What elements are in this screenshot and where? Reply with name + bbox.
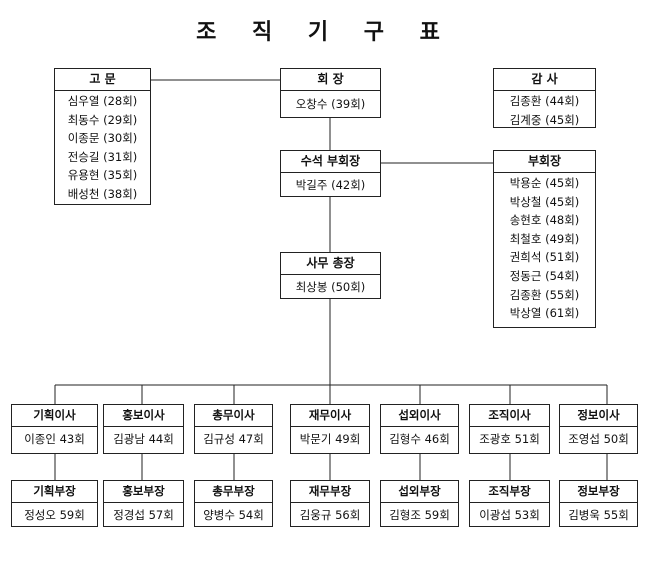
vice-president-member: 김종환 (55회): [509, 287, 580, 302]
vice-presidents-header: 부회장: [494, 151, 595, 173]
senior-vp-member: 박길주 (42회): [295, 178, 366, 192]
director-title: 정보이사: [560, 405, 637, 427]
director-name: 김형수 46회: [389, 432, 450, 446]
vice-president-member: 송현호 (48회): [509, 213, 580, 228]
vice-president-member: 박상철 (45회): [509, 194, 580, 209]
manager-name: 양병수 54회: [203, 508, 264, 522]
manager-box: 기획부장 정성오 59회: [11, 480, 98, 527]
advisor-member: 유용현 (35회): [67, 168, 138, 183]
manager-name: 정성오 59회: [24, 508, 85, 522]
manager-box: 홍보부장 정경섭 57회: [103, 480, 184, 527]
director-title: 홍보이사: [104, 405, 183, 427]
manager-name: 이광섭 53회: [479, 508, 540, 522]
senior-vp-box: 수석 부회장 박길주 (42회): [280, 150, 381, 197]
director-box: 홍보이사 김광남 44회: [103, 404, 184, 454]
auditor-member: 김계중 (45회): [509, 112, 580, 127]
manager-box: 섭외부장 김형조 59회: [380, 480, 459, 527]
president-box: 회 장 오창수 (39회): [280, 68, 381, 118]
advisor-member: 최동수 (29회): [67, 112, 138, 127]
president-header: 회 장: [281, 69, 380, 91]
vice-president-member: 최철호 (49회): [509, 231, 580, 246]
director-name: 조광호 51회: [479, 432, 540, 446]
manager-box: 정보부장 김병욱 55회: [559, 480, 638, 527]
director-name: 조영섭 50회: [568, 432, 629, 446]
manager-title: 조직부장: [470, 481, 549, 503]
advisor-member: 심우열 (28회): [67, 94, 138, 108]
secretary-general-box: 사무 총장 최상봉 (50회): [280, 252, 381, 299]
manager-title: 기획부장: [12, 481, 97, 503]
president-member: 오창수 (39회): [295, 97, 366, 111]
manager-title: 섭외부장: [381, 481, 458, 503]
advisor-member: 배성천 (38회): [67, 186, 138, 201]
director-title: 조직이사: [470, 405, 549, 427]
manager-name: 김병욱 55회: [568, 508, 629, 522]
manager-box: 조직부장 이광섭 53회: [469, 480, 550, 527]
director-title: 총무이사: [195, 405, 272, 427]
director-name: 김규성 47회: [203, 432, 264, 446]
manager-title: 재무부장: [291, 481, 369, 503]
advisor-member: 전승길 (31회): [67, 149, 138, 164]
manager-title: 정보부장: [560, 481, 637, 503]
manager-name: 김웅규 56회: [299, 508, 361, 522]
auditors-header: 감 사: [494, 69, 595, 91]
director-box: 정보이사 조영섭 50회: [559, 404, 638, 454]
vice-president-member: 권희석 (51회): [509, 250, 580, 265]
manager-name: 김형조 59회: [389, 508, 450, 522]
director-box: 섭외이사 김형수 46회: [380, 404, 459, 454]
advisors-header: 고 문: [55, 69, 150, 91]
director-name: 이종인 43회: [24, 432, 85, 446]
chart-title: 조 직 기 구 표: [196, 20, 454, 45]
vice-president-member: 박상열 (61회): [509, 306, 580, 321]
advisors-box: 고 문 심우열 (28회) 최동수 (29회) 이종문 (30회) 전승길 (3…: [54, 68, 151, 205]
manager-title: 총무부장: [195, 481, 272, 503]
auditors-box: 감 사 김종환 (44회) 김계중 (45회): [493, 68, 596, 128]
senior-vp-header: 수석 부회장: [281, 151, 380, 173]
auditor-member: 김종환 (44회): [509, 94, 580, 108]
vice-president-member: 박용순 (45회): [509, 176, 580, 190]
director-box: 총무이사 김규성 47회: [194, 404, 273, 454]
manager-title: 홍보부장: [104, 481, 183, 503]
manager-box: 재무부장 김웅규 56회: [290, 480, 370, 527]
manager-name: 정경섭 57회: [113, 508, 174, 522]
director-name: 박문기 49회: [299, 432, 361, 446]
director-title: 섭외이사: [381, 405, 458, 427]
secretary-general-member: 최상봉 (50회): [295, 280, 366, 294]
secretary-general-header: 사무 총장: [281, 253, 380, 275]
vice-president-member: 정동근 (54회): [509, 268, 580, 283]
director-box: 조직이사 조광호 51회: [469, 404, 550, 454]
director-box: 재무이사 박문기 49회: [290, 404, 370, 454]
director-box: 기획이사 이종인 43회: [11, 404, 98, 454]
manager-box: 총무부장 양병수 54회: [194, 480, 273, 527]
director-title: 기획이사: [12, 405, 97, 427]
director-name: 김광남 44회: [113, 432, 174, 446]
advisor-member: 이종문 (30회): [67, 131, 138, 146]
director-title: 재무이사: [291, 405, 369, 427]
vice-presidents-box: 부회장 박용순 (45회) 박상철 (45회) 송현호 (48회) 최철호 (4…: [493, 150, 596, 328]
